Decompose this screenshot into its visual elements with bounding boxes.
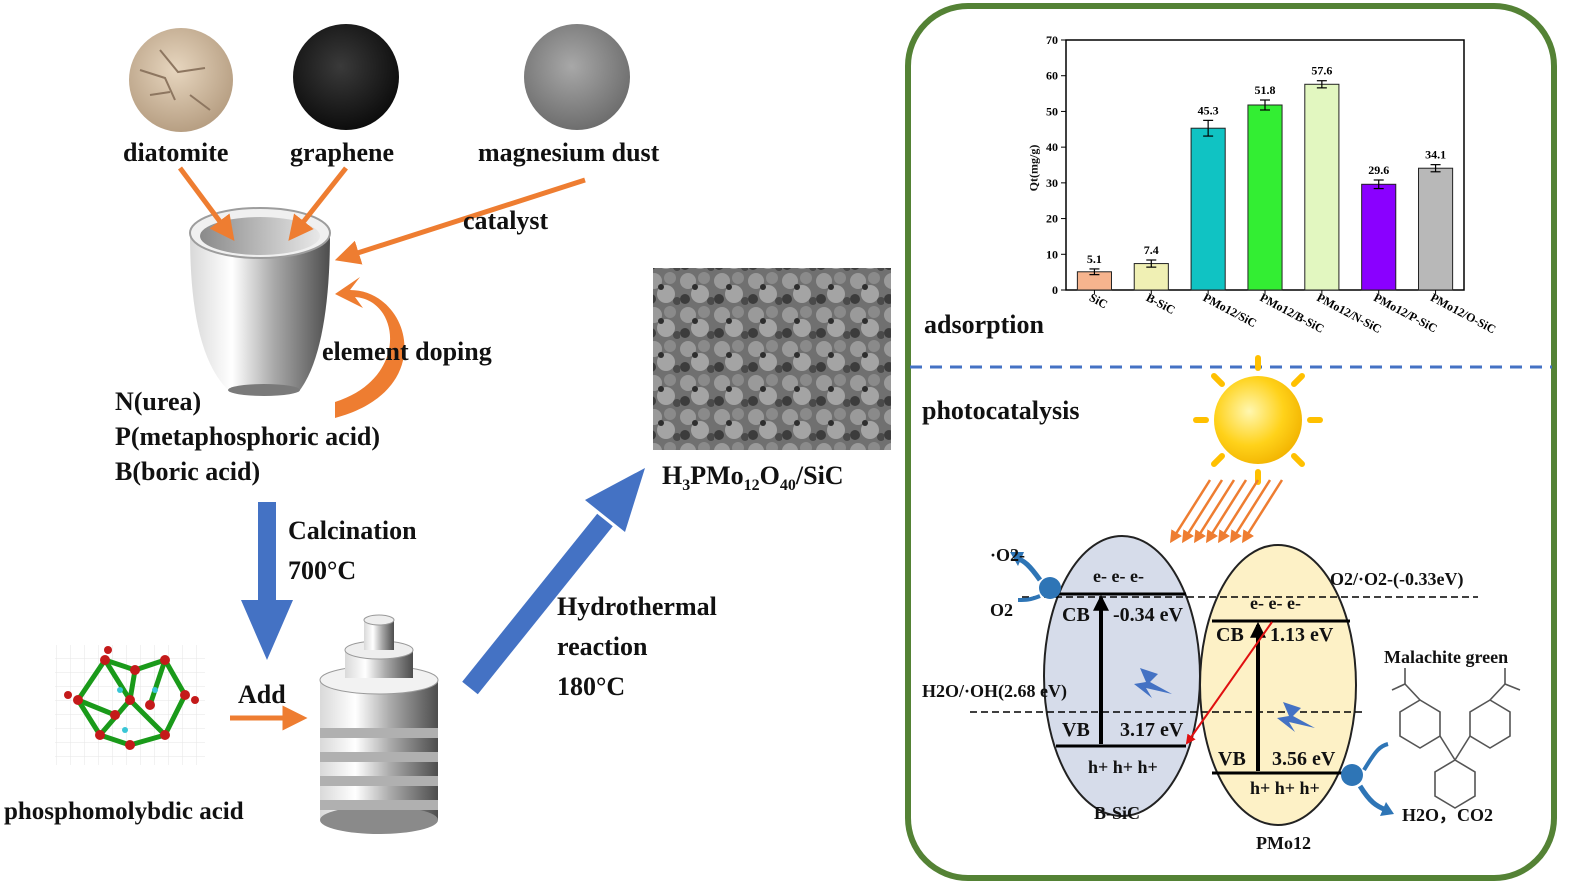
chart-ylabel: Qt(mg/g): [1026, 144, 1041, 192]
bsic-cb-label: CB: [1062, 604, 1090, 626]
y-tick-label: 70: [1046, 33, 1058, 47]
magnesium-dust-label: magnesium dust: [478, 138, 660, 167]
malachite-green-label: Malachite green: [1384, 647, 1509, 667]
bar: [1190, 127, 1226, 291]
x-tick-label: PMo12/O-SiC: [1428, 290, 1498, 336]
malachite-green-structure: [1391, 668, 1521, 809]
light-rays: [1169, 479, 1284, 544]
graphene-photo: [293, 24, 399, 130]
diatomite-label: diatomite: [123, 138, 229, 167]
bsic-holes: h+ h+ h+: [1088, 757, 1158, 777]
bsic-lightning-icon: [1134, 668, 1172, 698]
product-formula: H3PMo12O40/SiC: [662, 461, 844, 495]
pmo-cb-value: 1.13 eV: [1270, 624, 1334, 646]
y-tick-label: 10: [1046, 247, 1058, 261]
reaction-label: reaction: [557, 632, 648, 661]
data-label: 34.1: [1425, 148, 1446, 162]
x-tick-label: PMo12/SiC: [1201, 290, 1259, 330]
bsic-vb-value: 3.17 eV: [1120, 719, 1184, 741]
sun-icon: [1193, 355, 1323, 485]
pmo-ellipse: [1199, 544, 1357, 826]
bsic-electrons: e- e- e-: [1093, 566, 1144, 586]
oxygen-label: O2: [990, 600, 1014, 620]
calcination-temp: 700°C: [288, 556, 357, 585]
adsorption-label: adsorption: [924, 310, 1044, 339]
pmo-holes: h+ h+ h+: [1250, 778, 1320, 798]
data-label: 45.3: [1198, 103, 1219, 117]
sem-image: [653, 268, 891, 450]
results-panel: [905, 3, 1557, 881]
x-tick-label: PMo12/P-SiC: [1371, 290, 1439, 335]
oh-potential-label: H2O/·OH(2.68 eV): [922, 681, 1067, 701]
dopant-p-label: P(metaphosphoric acid): [115, 422, 381, 451]
hydrothermal-arrow: [462, 513, 613, 695]
oxygen-reduction-icon: [1010, 552, 1061, 602]
o2-potential-label: O2/·O2-(-0.33eV): [1330, 569, 1464, 589]
charge-transfer-arrow: [1185, 621, 1273, 745]
diatomite-cracks: [139, 49, 211, 111]
graphene-arrow: [288, 166, 348, 241]
y-tick-label: 0: [1052, 283, 1058, 297]
catalyst-arrow: [334, 177, 586, 265]
y-tick-label: 60: [1046, 69, 1058, 83]
diatomite-photo: [129, 28, 233, 132]
pmo-cb-label: CB: [1216, 624, 1244, 646]
molecule-image: [55, 645, 205, 765]
pmo-vb-label: VB: [1218, 748, 1246, 770]
data-label: 57.6: [1311, 64, 1332, 78]
y-tick-label: 20: [1046, 212, 1058, 226]
bsic-name: B-SiC: [1094, 803, 1141, 823]
x-tick-label: PMo12/B-SiC: [1258, 290, 1327, 336]
superoxide-label: ·O2-: [990, 545, 1025, 565]
bsic-cb-value: -0.34 eV: [1113, 604, 1183, 626]
catalyst-label: catalyst: [463, 206, 549, 235]
bar: [1418, 167, 1454, 291]
dopant-b-label: B(boric acid): [115, 457, 261, 486]
photocatalysis-label: photocatalysis: [922, 396, 1080, 425]
x-tick-label: SiC: [1087, 290, 1110, 311]
add-label: Add: [238, 680, 286, 709]
doping-arrow: [335, 277, 405, 418]
data-label: 5.1: [1087, 252, 1102, 266]
pmo-lightning-icon: [1277, 702, 1315, 732]
data-label: 51.8: [1255, 83, 1276, 97]
x-tick-label: B-SiC: [1144, 290, 1178, 317]
graphene-label: graphene: [290, 138, 394, 167]
dye-degradation-icon: [1341, 742, 1394, 816]
bar: [1304, 83, 1340, 291]
element-doping-label: element doping: [322, 337, 492, 366]
magnesium-dust-photo: [524, 24, 630, 130]
dopant-n-label: N(urea): [115, 387, 202, 416]
data-label: 29.6: [1368, 163, 1389, 177]
hydrothermal-label: Hydrothermal: [557, 592, 717, 621]
y-tick-label: 40: [1046, 140, 1058, 154]
bar: [1247, 104, 1283, 291]
data-label: 7.4: [1144, 243, 1159, 257]
autoclave: [319, 614, 439, 834]
calcination-label: Calcination: [288, 516, 417, 545]
y-tick-label: 50: [1046, 104, 1058, 118]
products-label: H2O，CO2: [1402, 805, 1494, 825]
crucible: [189, 207, 331, 396]
pmo-vb-value: 3.56 eV: [1272, 748, 1336, 770]
bar: [1361, 183, 1397, 291]
calcination-arrow: [241, 502, 293, 660]
bsic-vb-label: VB: [1062, 719, 1090, 741]
pmo-electrons: e- e- e-: [1250, 593, 1301, 613]
y-tick-label: 30: [1046, 176, 1058, 190]
hydrothermal-temp: 180°C: [557, 672, 626, 701]
phosphomolybdic-acid-label: phosphomolybdic acid: [4, 798, 244, 825]
diatomite-arrow: [177, 166, 235, 242]
hydrothermal-arrowhead: [585, 468, 645, 532]
pmo-name: PMo12: [1256, 833, 1311, 853]
